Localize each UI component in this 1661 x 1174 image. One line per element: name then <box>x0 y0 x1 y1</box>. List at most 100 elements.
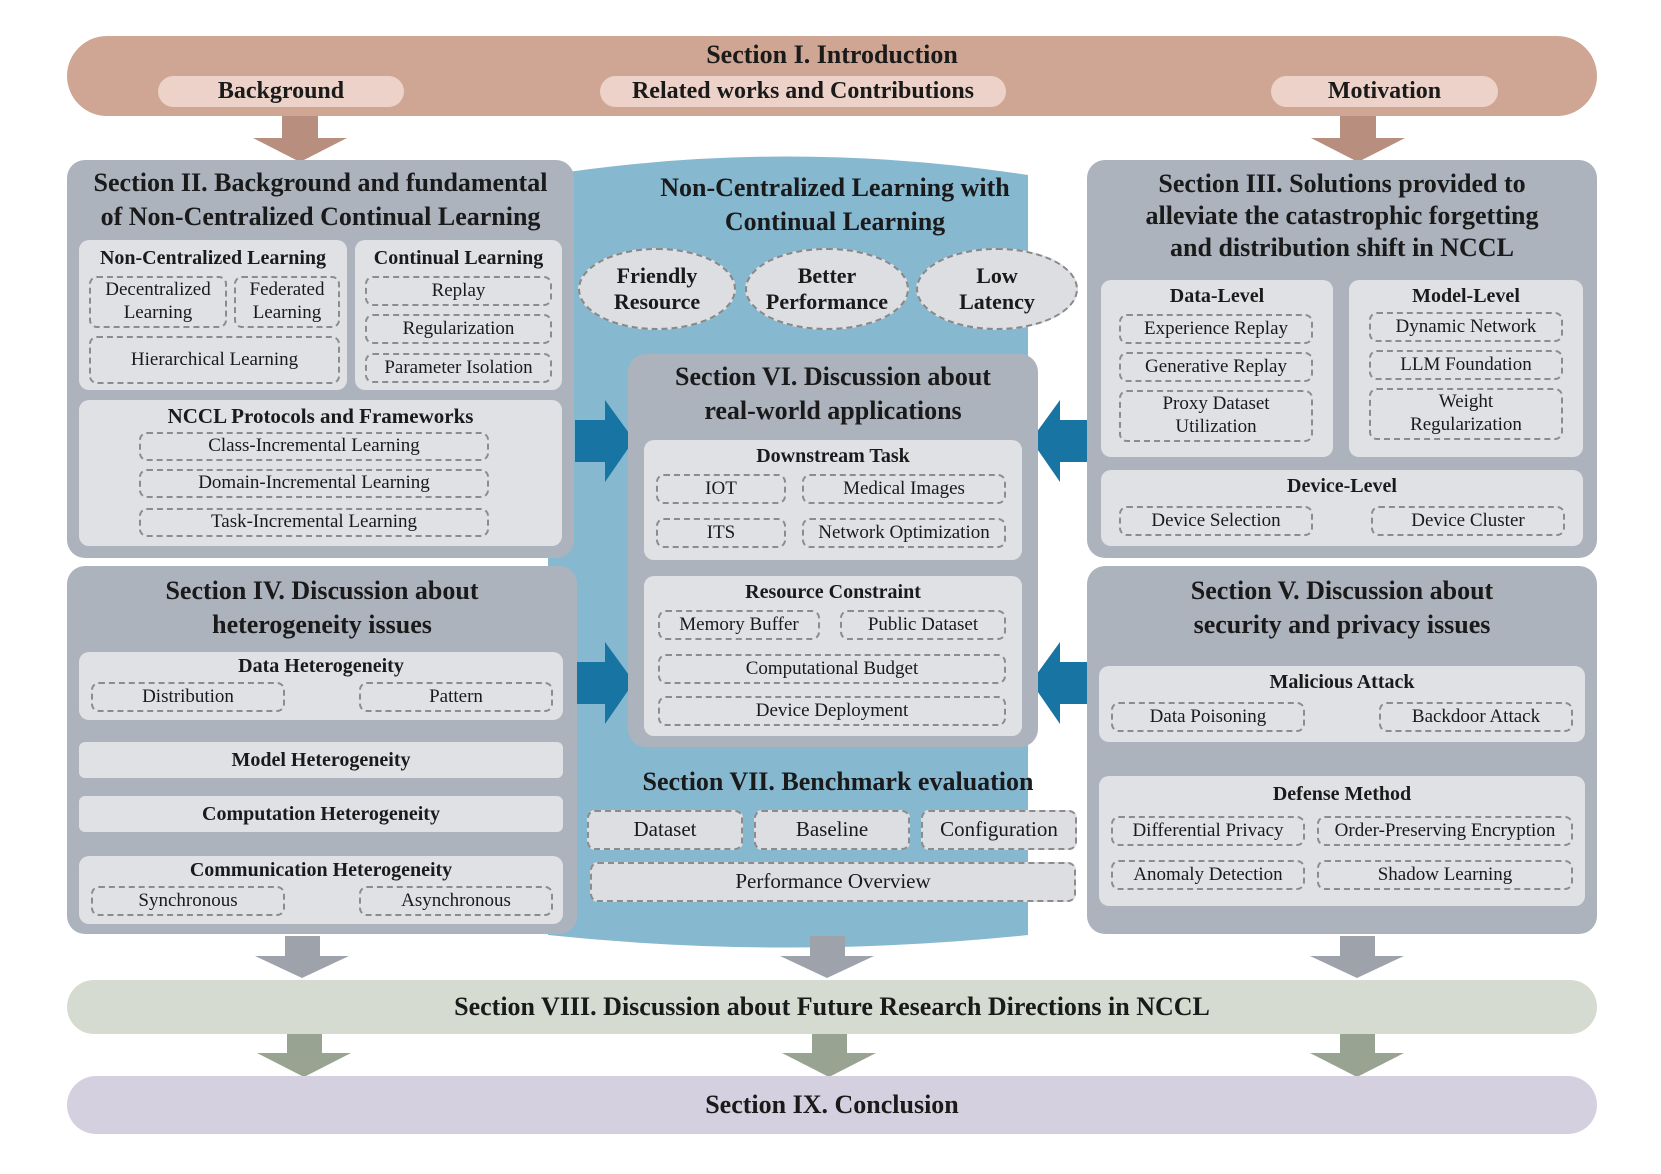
gray-arrow-center <box>780 936 874 978</box>
gray-arrow-left <box>255 936 349 978</box>
section-7-title: Section VII. Benchmark evaluation <box>642 767 1034 797</box>
intro-title: Section I. Introduction <box>706 40 958 69</box>
protocol-class-incremental: Class-Incremental Learning <box>139 432 489 461</box>
ncl-decentralized-line2: Learning <box>123 302 193 323</box>
intro-related-pill: Related works and Contributions <box>600 76 1006 107</box>
blue-arrow-left-top <box>1031 400 1090 482</box>
section-4-title: Section IV. Discussion about heterogenei… <box>67 574 577 642</box>
ncl-federated-line1: Federated <box>249 279 325 301</box>
defense-shadow-learning: Shadow Learning <box>1317 860 1573 890</box>
model-level-title: Model-Level <box>1412 284 1520 307</box>
cl-title: Continual Learning <box>373 246 544 269</box>
resource-public-dataset: Public Dataset <box>840 610 1006 640</box>
blue-arrow-right-top <box>575 400 634 482</box>
proxy-line2: Utilization <box>1175 416 1257 437</box>
oval-better-line1: Better <box>797 262 857 288</box>
ncl-decentralized: Decentralized Learning <box>89 276 227 328</box>
section-2-title-line1: Section II. Background and fundamental <box>93 168 548 198</box>
device-level-box: Device-Level Device Selection Device Clu… <box>1101 470 1583 546</box>
blue-arrow-left-bottom <box>1031 642 1090 724</box>
data-het-pattern: Pattern <box>359 682 553 712</box>
section-5-title-line1: Section V. Discussion about <box>1190 576 1494 606</box>
weight-line1: Weight <box>1438 391 1494 413</box>
proxy-line1: Proxy Dataset <box>1162 393 1270 415</box>
data-level-experience-replay: Experience Replay <box>1119 314 1313 344</box>
gray-arrow-right <box>1310 936 1404 978</box>
downstream-title: Downstream Task <box>756 444 910 467</box>
cl-box: Continual Learning Replay Regularization… <box>355 240 562 390</box>
defense-anomaly-detection: Anomaly Detection <box>1111 860 1305 890</box>
protocols-title: NCCL Protocols and Frameworks <box>167 403 474 428</box>
malicious-attack-box: Malicious Attack Data Poisoning Backdoor… <box>1099 666 1585 742</box>
section-6-title-line1: Section VI. Discussion about <box>675 362 991 392</box>
benchmark-baseline: Baseline <box>754 810 910 850</box>
section-9-bar: Section IX. Conclusion <box>67 1076 1597 1134</box>
section-3-title-line1: Section III. Solutions provided to <box>1158 169 1526 199</box>
oval-friendly-line2: Resource <box>613 289 701 314</box>
section-2-title-line2: of Non-Centralized Continual Learning <box>100 202 541 231</box>
data-level-box: Data-Level Experience Replay Generative … <box>1101 280 1333 457</box>
data-level-generative-replay: Generative Replay <box>1119 352 1313 382</box>
section-2-title: Section II. Background and fundamental o… <box>67 166 574 234</box>
communication-heterogeneity-box: Communication Heterogeneity Synchronous … <box>79 856 563 924</box>
intro-arrow-right <box>1311 114 1405 162</box>
defense-method-title: Defense Method <box>1272 782 1412 805</box>
section-6-title-line2: real-world applications <box>704 396 962 425</box>
resource-title: Resource Constraint <box>745 580 921 603</box>
device-level-title: Device-Level <box>1287 474 1397 497</box>
ncl-federated-line2: Learning <box>252 302 322 323</box>
resource-box: Resource Constraint Memory Buffer Public… <box>644 576 1022 736</box>
downstream-iot: IOT <box>656 474 786 504</box>
ncl-box: Non-Centralized Learning Decentralized L… <box>79 240 347 390</box>
section-3-title-line3: and distribution shift in NCCL <box>1170 232 1514 262</box>
section-2-panel: Section II. Background and fundamental o… <box>67 160 574 558</box>
attack-data-poisoning: Data Poisoning <box>1111 702 1305 732</box>
data-het-distribution: Distribution <box>91 682 285 712</box>
center-title-line1: Non-Centralized Learning with <box>660 173 1010 203</box>
protocol-task-incremental: Task-Incremental Learning <box>139 508 489 537</box>
section-6-title: Section VI. Discussion about real-world … <box>628 360 1038 428</box>
data-level-proxy-dataset: Proxy Dataset Utilization <box>1119 390 1313 442</box>
oval-low-line2: Latency <box>959 289 1035 314</box>
section-5-title: Section V. Discussion about security and… <box>1087 574 1597 642</box>
ncl-title: Non-Centralized Learning <box>99 246 327 269</box>
center-title-line2: Continual Learning <box>724 207 946 236</box>
defense-method-box: Defense Method Differential Privacy Orde… <box>1099 776 1585 906</box>
ncl-decentralized-line1: Decentralized <box>105 279 211 301</box>
benchmark-configuration: Configuration <box>921 810 1077 850</box>
oval-better-line2: Performance <box>765 289 889 314</box>
downstream-box: Downstream Task IOT Medical Images ITS N… <box>644 440 1022 560</box>
comm-het-synchronous: Synchronous <box>91 886 285 916</box>
resource-computational-budget: Computational Budget <box>658 654 1006 684</box>
resource-memory-buffer: Memory Buffer <box>658 610 820 640</box>
model-level-weight-regularization: Weight Regularization <box>1369 388 1563 440</box>
green-arrow-left <box>257 1033 351 1077</box>
defense-differential-privacy: Differential Privacy <box>1111 816 1305 846</box>
resource-device-deployment: Device Deployment <box>658 696 1006 726</box>
green-arrow-center <box>782 1033 876 1077</box>
oval-friendly-resource: Friendly Resource <box>578 248 736 330</box>
center-title: Non-Centralized Learning with Continual … <box>575 170 1095 240</box>
section-3-title-line2: alleviate the catastrophic forgetting <box>1145 201 1539 231</box>
data-heterogeneity-title: Data Heterogeneity <box>238 654 404 677</box>
device-cluster: Device Cluster <box>1371 506 1565 536</box>
section-intro: Section I. Introduction Background Relat… <box>67 36 1597 116</box>
model-level-dynamic-network: Dynamic Network <box>1369 312 1563 342</box>
protocols-box: NCCL Protocols and Frameworks Class-Incr… <box>79 400 562 546</box>
green-arrow-right <box>1310 1033 1404 1077</box>
downstream-medical-images: Medical Images <box>802 474 1006 504</box>
computation-heterogeneity-box: Computation Heterogeneity <box>79 796 563 832</box>
malicious-attack-title: Malicious Attack <box>1269 670 1415 693</box>
oval-low-line1: Low <box>976 262 1018 288</box>
intro-motivation-pill: Motivation <box>1271 76 1498 107</box>
blue-arrow-right-bottom <box>575 642 634 724</box>
section-5-title-line2: security and privacy issues <box>1193 610 1491 639</box>
downstream-network-optimization: Network Optimization <box>802 518 1006 548</box>
data-heterogeneity-box: Data Heterogeneity Distribution Pattern <box>79 652 563 720</box>
section-3-title: Section III. Solutions provided to allev… <box>1087 166 1597 266</box>
intro-arrow-left <box>253 114 347 162</box>
comm-het-asynchronous: Asynchronous <box>359 886 553 916</box>
weight-line2: Regularization <box>1410 414 1522 435</box>
attack-backdoor: Backdoor Attack <box>1379 702 1573 732</box>
communication-heterogeneity-title: Communication Heterogeneity <box>189 858 453 881</box>
